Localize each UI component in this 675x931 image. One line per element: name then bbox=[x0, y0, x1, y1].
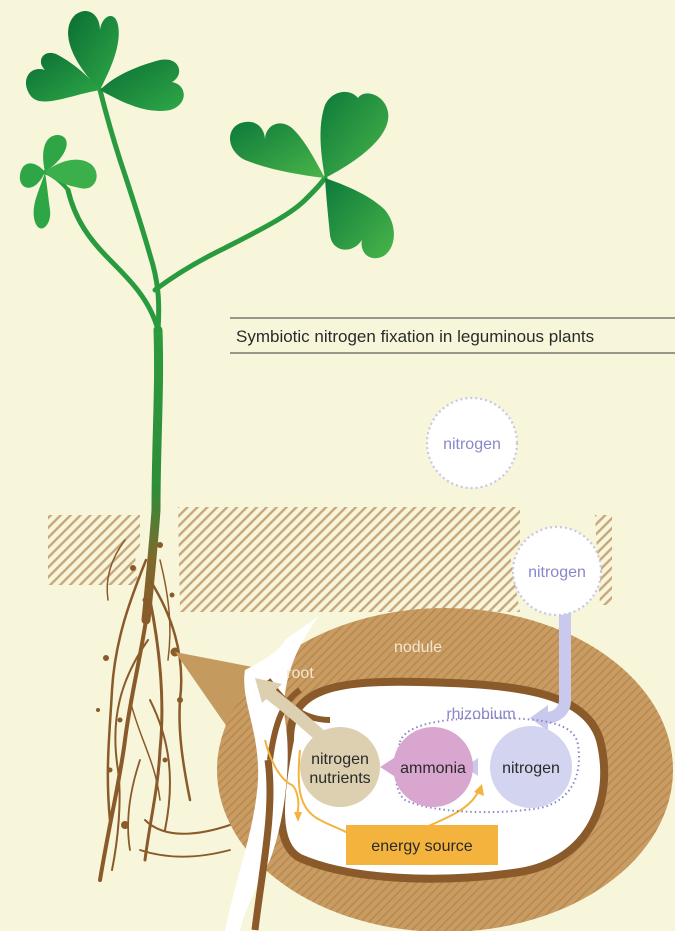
diagram-title: Symbiotic nitrogen fixation in leguminou… bbox=[236, 327, 594, 346]
clover-leaves bbox=[20, 11, 394, 258]
ammonia-label: ammonia bbox=[400, 760, 466, 777]
nitrogen-inside-label: nitrogen bbox=[502, 760, 560, 777]
nitrogen-air-label: nitrogen bbox=[443, 436, 501, 453]
rhizobium-label: rhizobium bbox=[446, 706, 515, 723]
energy-source-label: energy source bbox=[371, 838, 472, 855]
root-label: root bbox=[286, 665, 314, 682]
nitrogen-nutrients-label-line1: nitrogen bbox=[311, 751, 369, 768]
nitrogen-nutrients-label-line2: nutrients bbox=[309, 770, 370, 787]
nitrogen-soil-label: nitrogen bbox=[528, 564, 586, 581]
nodule-label: nodule bbox=[394, 639, 442, 656]
